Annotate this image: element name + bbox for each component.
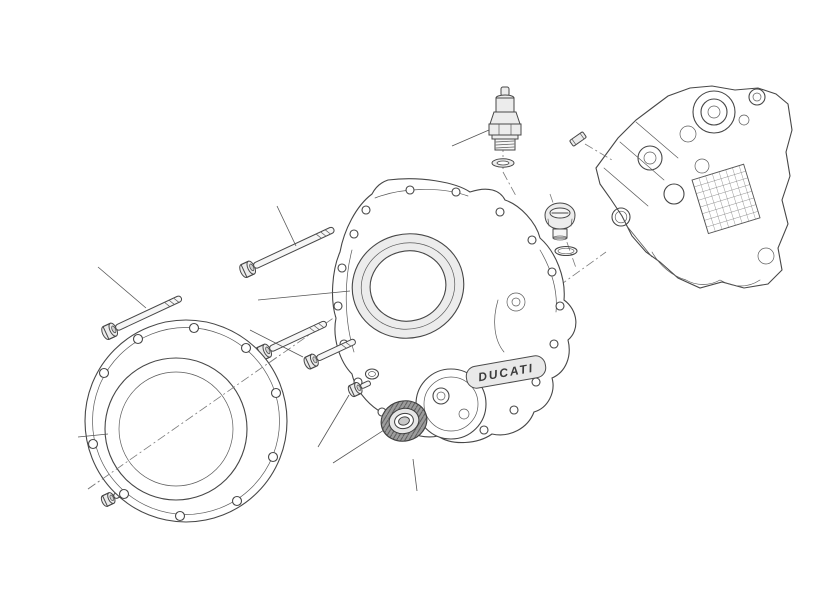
small-washer <box>364 368 380 380</box>
pressure-switch <box>488 86 522 151</box>
leader-lines <box>77 129 653 492</box>
cover-bolt-short <box>255 320 327 362</box>
cover-bolt-medium <box>101 295 183 341</box>
outer-cover-bolt-holes <box>87 322 282 522</box>
plug-o-ring <box>554 245 578 257</box>
cover-bolt-long <box>239 226 335 279</box>
cover-axis-overlay <box>87 354 281 490</box>
oil-filler-plug <box>544 202 576 241</box>
crankcase-rib-grid <box>691 163 761 235</box>
clutch-cover-housing: DUCATI <box>332 178 577 444</box>
screw-with-washer <box>347 368 380 398</box>
dowel-pin <box>569 131 587 147</box>
sealing-washer <box>491 158 515 168</box>
oil-seal-ring <box>380 400 428 442</box>
o-ring <box>611 207 631 227</box>
sight-glass-ring <box>351 233 465 339</box>
brand-banner: DUCATI <box>465 355 547 389</box>
engine-crankcase <box>595 85 793 289</box>
bearing-boss <box>415 368 487 440</box>
cover-bolt-stub <box>303 338 356 370</box>
